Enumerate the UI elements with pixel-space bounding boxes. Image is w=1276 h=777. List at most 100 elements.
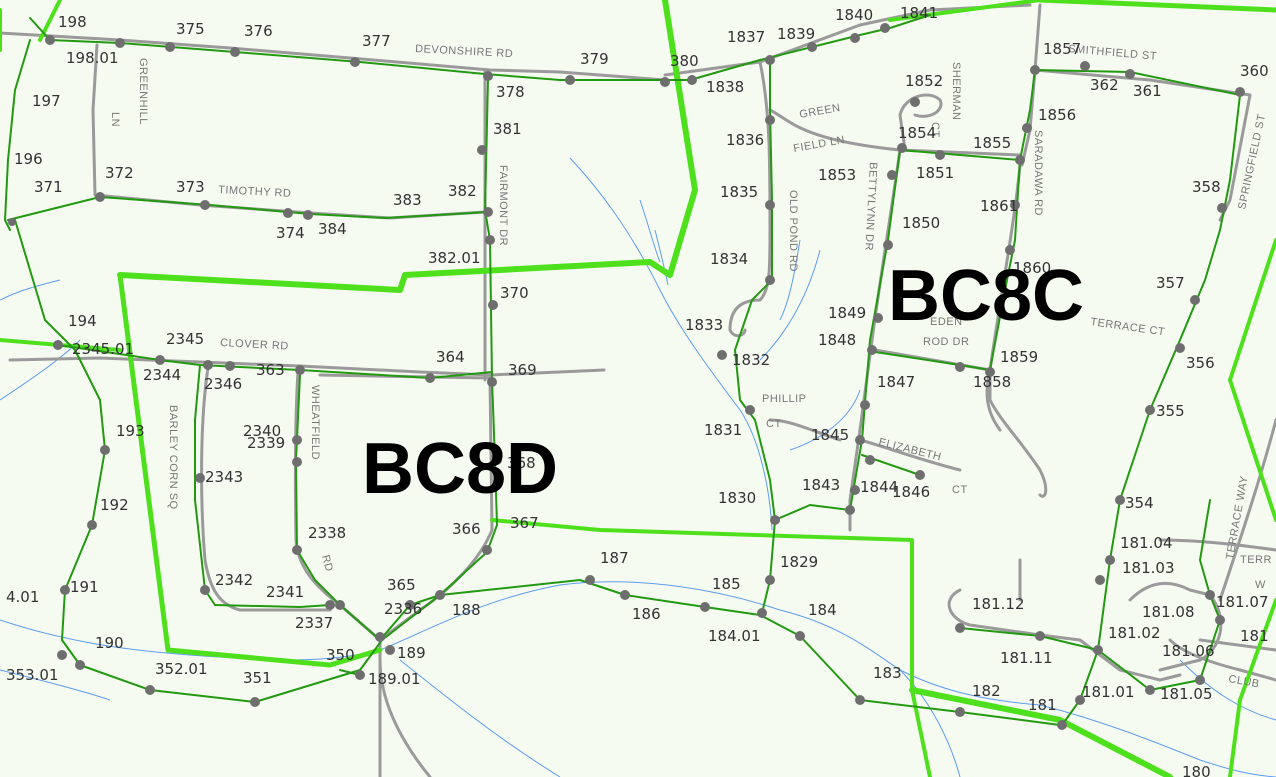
- node-label: 181.03: [1122, 559, 1175, 577]
- street-label-club: CLUB: [1227, 673, 1260, 690]
- street-label-bettylynn: BETTYLYNN DR: [862, 162, 879, 251]
- node-label: 363: [256, 361, 285, 379]
- node-label: 384: [318, 220, 347, 238]
- node-label: 1860: [1013, 259, 1051, 277]
- node-label: 1848: [818, 331, 856, 349]
- street-label-sherman: SHERMAN: [950, 62, 962, 121]
- node-label: 181.02: [1108, 624, 1161, 642]
- node-label: 181.01: [1082, 683, 1135, 701]
- node-label: 1859: [1000, 348, 1038, 366]
- node-label: 189.01: [368, 670, 421, 688]
- node-label: 1854: [898, 124, 936, 142]
- node-label: 191: [70, 578, 99, 596]
- node-label: 352.01: [155, 660, 208, 678]
- street-label-eden-rod: ROD DR: [923, 336, 969, 348]
- node-label: 365: [387, 576, 416, 594]
- node-label: 198: [58, 13, 87, 31]
- node-label: 1852: [905, 72, 943, 90]
- node-label: 180: [1182, 763, 1211, 777]
- street-label-elizabeth-ct: CT: [952, 484, 968, 496]
- node-label: 1850: [902, 214, 940, 232]
- node-label: 382.01: [428, 249, 481, 267]
- node-label: 1853: [818, 166, 856, 184]
- node-label: 1847: [877, 373, 915, 391]
- street-label-timothy: TIMOTHY RD: [218, 184, 292, 200]
- node-label: 366: [452, 520, 481, 538]
- node-label: 1837: [727, 28, 765, 46]
- node-label: 1861: [980, 197, 1018, 215]
- street-label-greenhill-ln: LN: [109, 112, 121, 127]
- node-label: 2341: [266, 583, 304, 601]
- area-label-bc8c: BC8C: [888, 256, 1084, 336]
- node-label: 1841: [900, 4, 938, 22]
- node-label: 368: [507, 454, 536, 472]
- node-label: 357: [1156, 274, 1185, 292]
- node-label: 370: [500, 284, 529, 302]
- node-label: 379: [580, 50, 609, 68]
- street-label-phillip-ct: CT: [766, 418, 782, 430]
- street-label-saradawa: SARADAWA RD: [1032, 130, 1044, 216]
- street-label-wheatfield-rd: RD: [319, 554, 335, 573]
- node-label: 185: [712, 575, 741, 593]
- area-label-bc8d: BC8D: [362, 429, 558, 509]
- node-label: 1839: [777, 25, 815, 43]
- node-label: 383: [393, 191, 422, 209]
- node-label: 181: [1240, 627, 1269, 645]
- node-label: 382: [448, 182, 477, 200]
- node-label: 1838: [706, 78, 744, 96]
- node-label: 181.12: [972, 595, 1025, 613]
- node-label: 369: [508, 361, 537, 379]
- node-label: 354: [1125, 494, 1154, 512]
- node-label: 375: [176, 20, 205, 38]
- node-label: 351: [243, 669, 272, 687]
- streams: [0, 157, 1276, 777]
- node-label: 1835: [720, 183, 758, 201]
- node-label: 378: [496, 83, 525, 101]
- node-label: 1857: [1043, 40, 1081, 58]
- street-label-eden: EDEN: [930, 316, 963, 328]
- node-label: 181.08: [1142, 603, 1195, 621]
- node-label: 2344: [143, 366, 181, 384]
- node-label: 1843: [802, 476, 840, 494]
- node-label: 197: [32, 92, 61, 110]
- street-label-greenhill: GREENHILL: [137, 58, 149, 125]
- node-label: 1844: [860, 478, 898, 496]
- node-label: 1856: [1038, 106, 1076, 124]
- node-label: 360: [1240, 62, 1269, 80]
- node-label: 181.05: [1160, 685, 1213, 703]
- node-label: 371: [34, 178, 63, 196]
- street-label-fairmont: FAIRMONT DR: [497, 165, 509, 246]
- node-label: 2340: [243, 422, 281, 440]
- street-label-barleycorn: BARLEY CORN SQ: [167, 405, 179, 510]
- node-label: 1845: [811, 426, 849, 444]
- node-label: 198.01: [66, 49, 119, 67]
- area-labels: BC8C BC8D: [362, 256, 1084, 509]
- node-label: 377: [362, 32, 391, 50]
- node-label: 1849: [828, 304, 866, 322]
- node-label: 187: [600, 549, 629, 567]
- node-label: 181.06: [1162, 642, 1215, 660]
- node-label: 1851: [916, 164, 954, 182]
- node-label: 376: [244, 22, 273, 40]
- node-label: 181: [1028, 696, 1057, 714]
- street-label-clover: CLOVER RD: [220, 337, 289, 353]
- node-label: 188: [452, 601, 481, 619]
- node-label: 182: [972, 682, 1001, 700]
- street-label-phillip: PHILLIP: [762, 393, 806, 405]
- node-label: 2345: [166, 330, 204, 348]
- node-label: 1832: [732, 351, 770, 369]
- node-label: 1855: [973, 134, 1011, 152]
- node-label: 183: [873, 664, 902, 682]
- node-label: 380: [670, 52, 699, 70]
- node-label: 1840: [835, 6, 873, 24]
- node-label: 361: [1133, 82, 1162, 100]
- node-label: 373: [176, 178, 205, 196]
- node-label: 189: [397, 644, 426, 662]
- node-label: 1830: [718, 489, 756, 507]
- node-label: 2338: [308, 524, 346, 542]
- node-label: 367: [510, 514, 539, 532]
- node-label: 184.01: [708, 627, 761, 645]
